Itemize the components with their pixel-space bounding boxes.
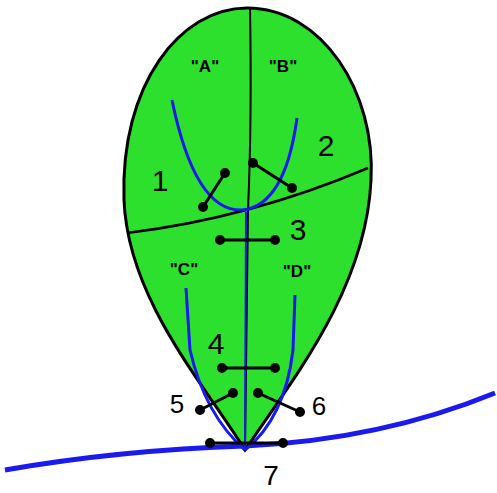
callout-number: 7 bbox=[263, 462, 279, 490]
callout-number: 3 bbox=[290, 215, 307, 245]
callout-number: 5 bbox=[170, 391, 184, 417]
vein bbox=[245, 212, 246, 450]
callout-number: 2 bbox=[318, 131, 335, 161]
callout-number: 4 bbox=[208, 329, 225, 359]
region-letter: "A" bbox=[191, 58, 219, 75]
vein bbox=[245, 295, 295, 450]
vein bbox=[172, 100, 297, 210]
region-letter: "C" bbox=[170, 261, 198, 278]
leaf-outline bbox=[124, 8, 372, 450]
division-line bbox=[245, 8, 251, 450]
cut-markers bbox=[197, 160, 304, 447]
callout-number: 1 bbox=[152, 166, 169, 196]
callout-number: 6 bbox=[312, 393, 326, 419]
region-letter: "D" bbox=[283, 263, 311, 280]
region-letter: "B" bbox=[269, 58, 297, 75]
